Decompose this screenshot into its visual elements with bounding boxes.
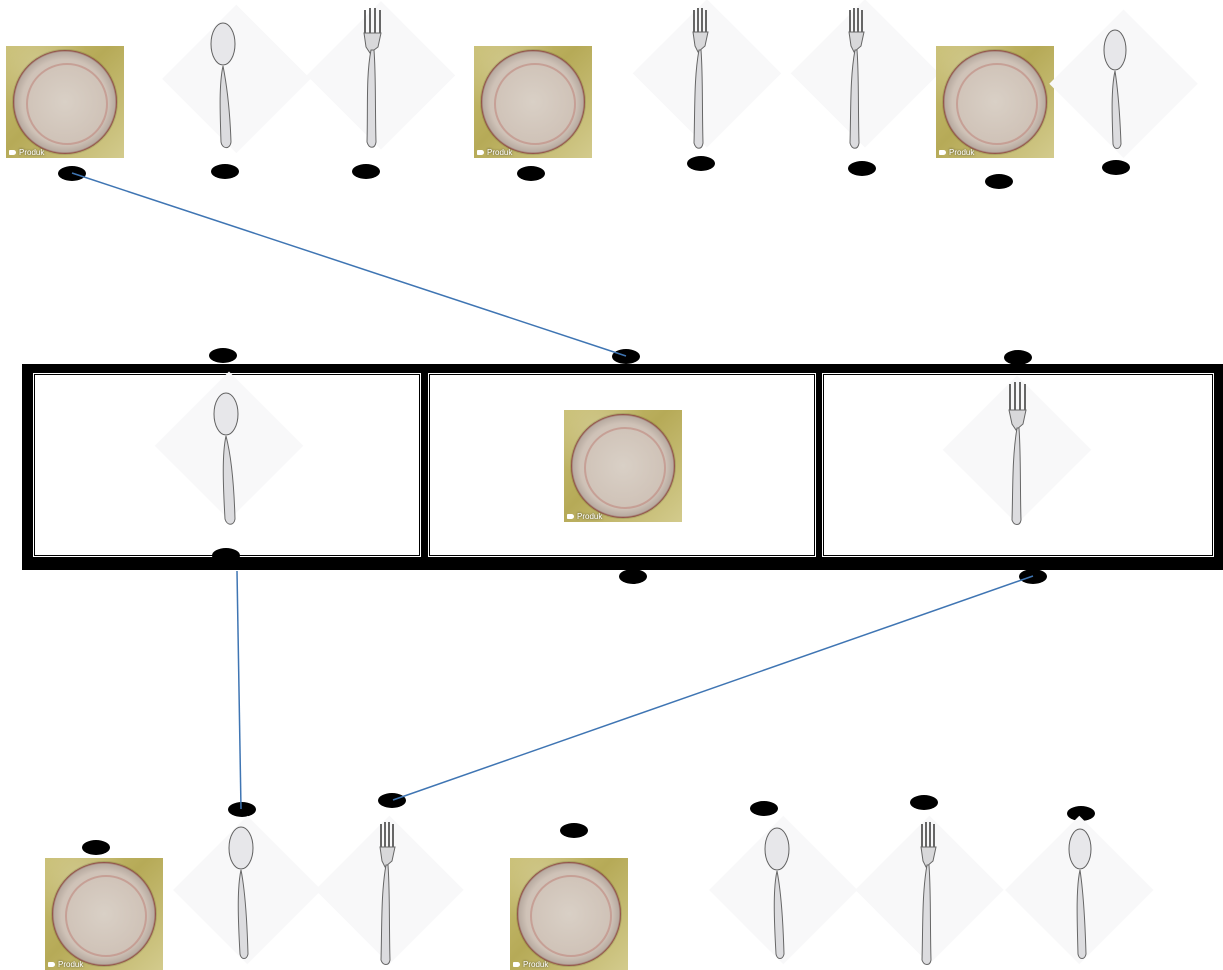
top-marker-6[interactable] bbox=[848, 161, 876, 176]
bottom-fork-6[interactable] bbox=[855, 815, 1004, 969]
slot-marker-2-bottom[interactable] bbox=[619, 569, 647, 584]
top-spoon-8[interactable] bbox=[1049, 9, 1198, 159]
product-tag: Produk bbox=[513, 960, 548, 969]
top-plate-7[interactable]: Produk bbox=[936, 46, 1054, 158]
bottom-plate-1[interactable]: Produk bbox=[45, 858, 163, 970]
connection-line-2 bbox=[236, 570, 242, 810]
top-plate-1[interactable]: Produk bbox=[6, 46, 124, 158]
top-marker-4[interactable] bbox=[517, 166, 545, 181]
bottom-marker-5[interactable] bbox=[750, 801, 778, 816]
bottom-spoon-5[interactable] bbox=[709, 815, 858, 969]
connection-line-1 bbox=[71, 172, 627, 357]
slot-marker-1-top[interactable] bbox=[209, 348, 237, 363]
product-tag: Produk bbox=[567, 512, 602, 521]
slot-2-plate: Produk bbox=[564, 410, 682, 522]
fork-icon bbox=[855, 815, 1004, 965]
slot-marker-3-top[interactable] bbox=[1004, 350, 1032, 365]
product-tag: Produk bbox=[48, 960, 83, 969]
top-marker-7[interactable] bbox=[985, 174, 1013, 189]
bottom-marker-4[interactable] bbox=[560, 823, 588, 838]
top-plate-4[interactable]: Produk bbox=[474, 46, 592, 158]
top-marker-3[interactable] bbox=[352, 164, 380, 179]
bottom-marker-2[interactable] bbox=[228, 802, 256, 817]
answer-frame: Produk bbox=[22, 364, 1223, 570]
top-spoon-2[interactable] bbox=[162, 4, 311, 159]
fork-icon bbox=[315, 815, 464, 965]
top-fork-3[interactable] bbox=[306, 1, 456, 154]
spoon-icon bbox=[154, 371, 304, 525]
slot-marker-3-bottom[interactable] bbox=[1019, 569, 1047, 584]
bottom-marker-7[interactable] bbox=[1067, 806, 1095, 821]
bottom-marker-1[interactable] bbox=[82, 840, 110, 855]
spoon-icon bbox=[173, 815, 322, 965]
slot-1[interactable] bbox=[33, 371, 421, 557]
spoon-icon bbox=[709, 815, 858, 965]
slot-marker-2-top[interactable] bbox=[612, 349, 640, 364]
bottom-marker-3[interactable] bbox=[378, 793, 406, 808]
top-marker-8[interactable] bbox=[1102, 160, 1130, 175]
bottom-spoon-2[interactable] bbox=[173, 815, 322, 969]
slot-marker-1-bottom[interactable] bbox=[212, 548, 240, 563]
bottom-fork-3[interactable] bbox=[315, 815, 464, 969]
bottom-plate-4[interactable]: Produk bbox=[510, 858, 628, 970]
spoon-icon bbox=[1049, 9, 1198, 159]
fork-icon bbox=[790, 0, 940, 149]
slot-3[interactable] bbox=[822, 373, 1214, 557]
top-fork-5[interactable] bbox=[632, 0, 782, 154]
spoon-icon bbox=[162, 4, 311, 154]
bottom-marker-6[interactable] bbox=[910, 795, 938, 810]
product-tag: Produk bbox=[477, 148, 512, 157]
product-tag: Produk bbox=[9, 148, 44, 157]
top-marker-1[interactable] bbox=[58, 166, 86, 181]
fork-icon bbox=[632, 0, 782, 149]
top-fork-6[interactable] bbox=[790, 0, 940, 154]
bottom-spoon-7[interactable] bbox=[1005, 815, 1154, 969]
product-tag: Produk bbox=[939, 148, 974, 157]
fork-icon bbox=[942, 375, 1092, 525]
slot-2[interactable]: Produk bbox=[428, 373, 816, 557]
fork-icon bbox=[306, 1, 456, 150]
spoon-icon bbox=[1005, 815, 1154, 965]
top-marker-2[interactable] bbox=[211, 164, 239, 179]
connection-line-3 bbox=[392, 575, 1034, 801]
top-marker-5[interactable] bbox=[687, 156, 715, 171]
